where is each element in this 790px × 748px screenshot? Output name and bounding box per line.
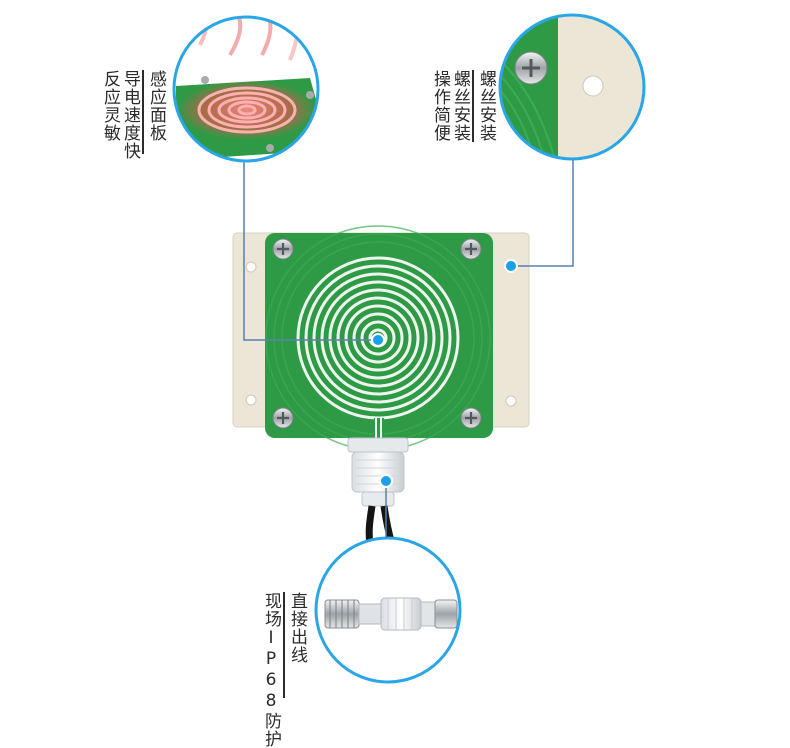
panel-label-divider bbox=[142, 70, 144, 154]
screw-label-detail2: 操作简便 bbox=[430, 70, 450, 142]
cable-label-divider bbox=[283, 592, 285, 698]
screw-label-divider bbox=[472, 70, 474, 142]
callout-dot-icon bbox=[371, 259, 518, 488]
panel-detail-circle bbox=[172, 15, 320, 163]
screw-icon bbox=[272, 238, 482, 429]
screw-detail-circle bbox=[498, 13, 646, 161]
product-diagram: 感应面板 导电速度快 反应灵敏 螺丝安装 螺丝安装 操作简便 直接出线 现场IP… bbox=[100, 13, 646, 748]
screw-label-detail: 螺丝安装 bbox=[450, 70, 470, 142]
panel-label-title: 感应面板 bbox=[146, 70, 166, 142]
panel-label-detail2: 反应灵敏 bbox=[100, 70, 120, 142]
screw-label-title: 螺丝安装 bbox=[476, 70, 496, 142]
panel-label-detail: 导电速度快 bbox=[120, 70, 140, 160]
cable-detail-circle bbox=[314, 536, 462, 684]
leader-lines bbox=[243, 160, 574, 538]
cable-gland bbox=[347, 437, 409, 507]
product-illustration bbox=[172, 13, 646, 684]
cable-label-title: 直接出线 bbox=[287, 592, 307, 664]
cable-label-detail: 现场IP68防护 bbox=[261, 592, 281, 748]
